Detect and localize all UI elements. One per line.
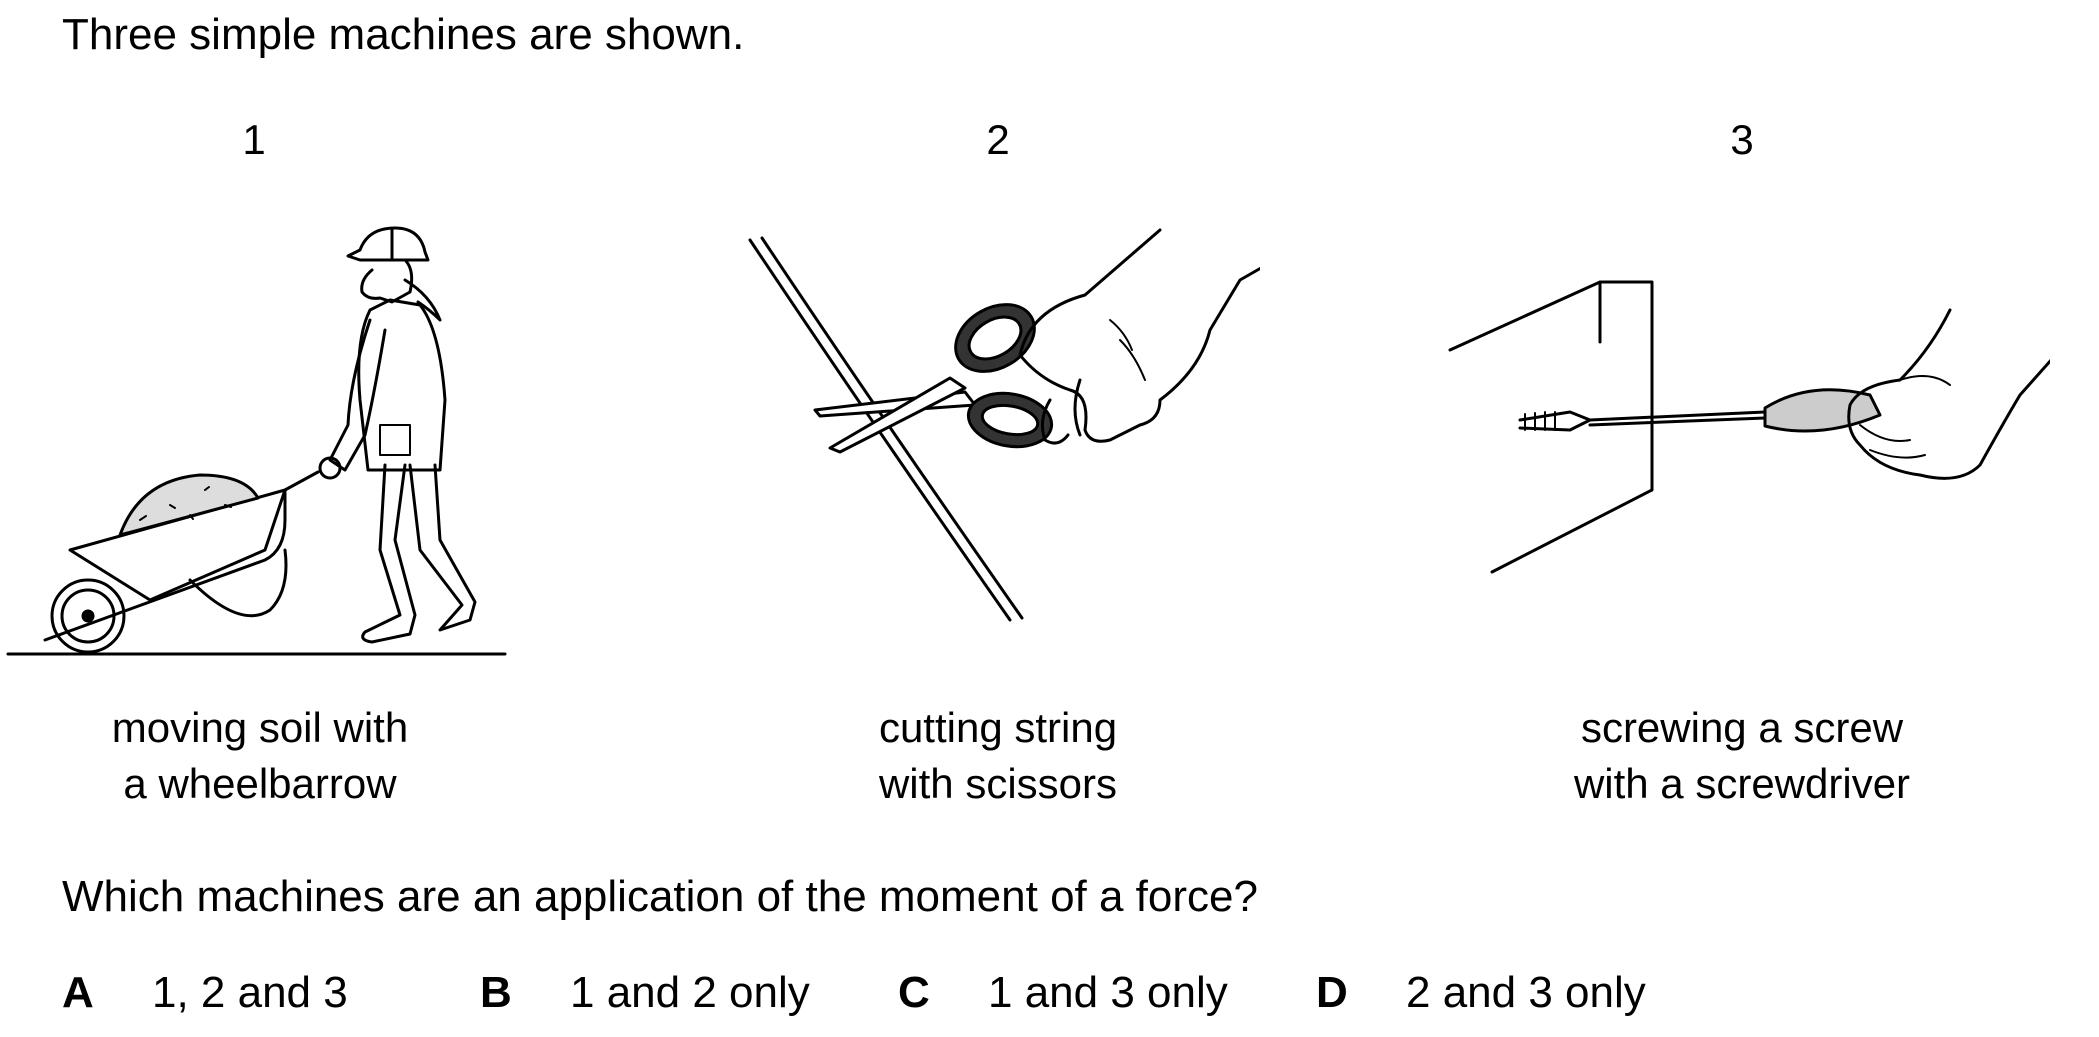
option-a-letter: A [62, 968, 94, 1017]
option-c-text: 1 and 3 only [988, 968, 1228, 1017]
machine-1-caption: moving soil with a wheelbarrow [0, 700, 520, 812]
screwdriver-illustration [1430, 230, 2050, 610]
machine-1-number: 1 [242, 116, 266, 163]
machine-1-caption-line2: a wheelbarrow [123, 760, 397, 807]
option-d-letter: D [1316, 968, 1348, 1017]
option-d[interactable]: D 2 and 3 only [1316, 968, 1646, 1018]
machine-3-caption-line2: with a screwdriver [1573, 760, 1911, 807]
machine-2-caption: cutting string with scissors [738, 700, 1258, 812]
machine-2-caption-line1: cutting string [878, 704, 1118, 751]
wheelbarrow-illustration [0, 220, 520, 660]
scissors-illustration [740, 220, 1260, 640]
option-a-text: 1, 2 and 3 [152, 968, 348, 1017]
machine-3-caption-line1: screwing a screw [1580, 704, 1904, 751]
option-c-letter: C [898, 968, 930, 1017]
option-b-letter: B [480, 968, 512, 1017]
machine-3-caption: screwing a screw with a screwdriver [1482, 700, 2002, 812]
machine-1-caption-line1: moving soil with [111, 704, 409, 751]
option-a[interactable]: A 1, 2 and 3 [62, 968, 348, 1018]
option-b-text: 1 and 2 only [570, 968, 810, 1017]
machine-2-number: 2 [986, 116, 1010, 163]
intro-text: Three simple machines are shown. [62, 10, 745, 59]
machine-3-number: 3 [1730, 116, 1754, 163]
option-b[interactable]: B 1 and 2 only [480, 968, 810, 1018]
option-c[interactable]: C 1 and 3 only [898, 968, 1228, 1018]
machine-2-caption-line2: with scissors [878, 760, 1118, 807]
option-d-text: 2 and 3 only [1406, 968, 1646, 1017]
question-text: Which machines are an application of the… [62, 872, 1258, 921]
